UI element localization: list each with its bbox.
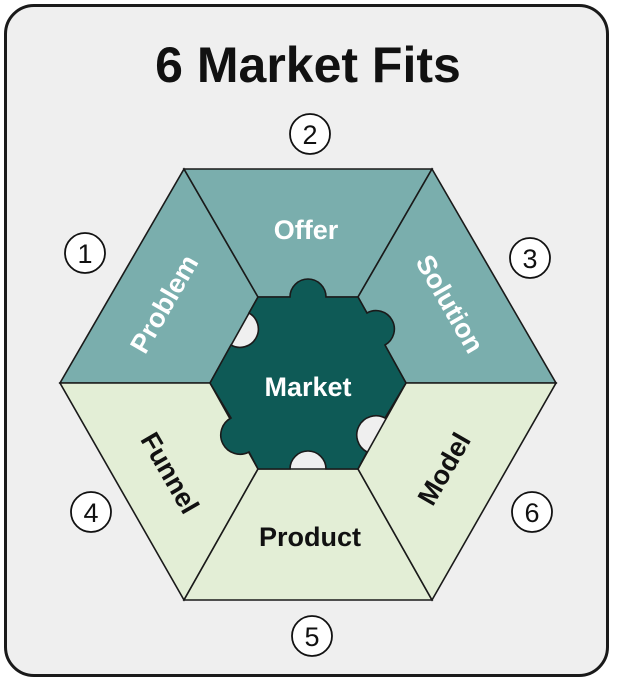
center-market-piece bbox=[209, 278, 407, 470]
segment-model bbox=[357, 382, 558, 602]
number-6: 6 bbox=[524, 498, 539, 528]
label-offer: Offer bbox=[274, 215, 339, 245]
number-badge-4: 4 bbox=[70, 491, 112, 533]
number-badge-2: 2 bbox=[289, 113, 331, 155]
number-5: 5 bbox=[304, 622, 319, 652]
number-3: 3 bbox=[522, 244, 537, 274]
label-product: Product bbox=[259, 522, 361, 552]
number-4: 4 bbox=[83, 498, 98, 528]
center-label: Market bbox=[264, 372, 351, 402]
number-2: 2 bbox=[302, 120, 317, 150]
number-badge-6: 6 bbox=[511, 491, 553, 533]
number-badge-5: 5 bbox=[291, 615, 333, 657]
number-1: 1 bbox=[77, 239, 92, 269]
number-badge-1: 1 bbox=[64, 232, 106, 274]
diagram-title: 6 Market Fits bbox=[155, 37, 461, 93]
number-badge-3: 3 bbox=[509, 237, 551, 279]
